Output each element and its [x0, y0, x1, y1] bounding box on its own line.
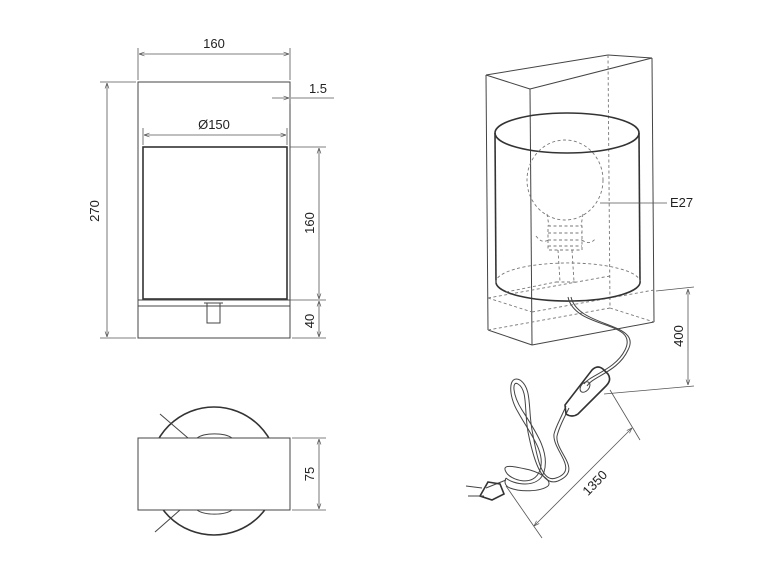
front-view: 160 1.5 Ø150 270 160: [87, 36, 334, 339]
dim-cable-length-label: 1350: [579, 467, 610, 498]
dim-base-height-label: 40: [302, 314, 317, 328]
dim-base-height: 40: [292, 301, 326, 339]
isometric-view: E27 400: [465, 54, 695, 539]
dim-width-label: 160: [203, 36, 225, 51]
dim-width: 160: [137, 36, 291, 80]
dim-shade-height-label: 160: [302, 212, 317, 234]
dim-shade-height: 160: [290, 146, 326, 301]
inline-switch: [564, 366, 611, 417]
dim-height-label: 270: [87, 200, 102, 222]
bulb: [505, 139, 604, 293]
socket-label: E27: [670, 195, 693, 210]
dim-depth: 75: [292, 437, 326, 511]
front-frame-outline: [137, 81, 291, 339]
top-view: 75: [137, 406, 326, 536]
front-shade: [142, 146, 288, 300]
shade-top-ellipse: [494, 112, 640, 154]
dim-thickness: 1.5: [272, 81, 334, 104]
dim-cable-height: 400: [603, 286, 695, 395]
dim-shade-diameter-label: Ø150: [198, 117, 230, 132]
plug: [465, 479, 507, 501]
dim-shade-diameter: Ø150: [142, 117, 288, 145]
dim-depth-label: 75: [302, 467, 317, 481]
dim-thickness-label: 1.5: [309, 81, 327, 96]
dim-height: 270: [87, 81, 136, 339]
top-frame: [137, 437, 291, 511]
power-cable: [504, 296, 631, 492]
dim-cable-height-label: 400: [671, 325, 686, 347]
